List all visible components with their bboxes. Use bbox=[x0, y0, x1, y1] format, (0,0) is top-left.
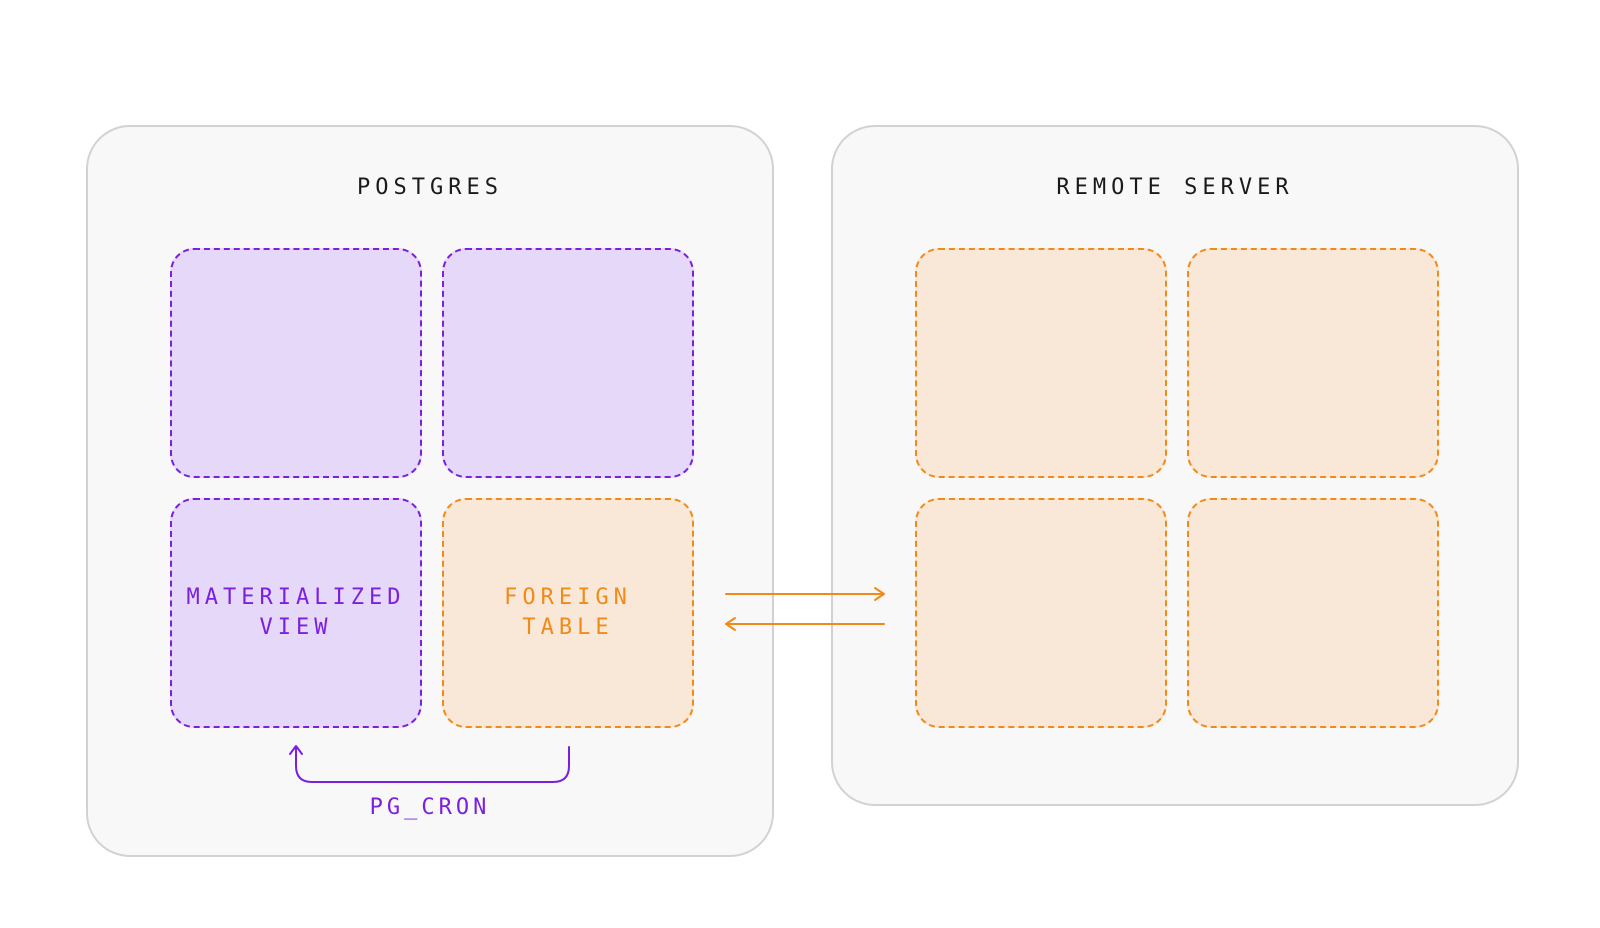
foreign-table-label-line2: TABLE bbox=[522, 615, 614, 640]
postgres-title: POSTGRES bbox=[357, 175, 503, 200]
left-arrow-icon bbox=[725, 617, 885, 631]
pg-cron-label: PG_CRON bbox=[369, 795, 491, 820]
remote-table-top-right bbox=[1187, 248, 1439, 478]
materialized-view-label-line1: MATERIALIZED bbox=[186, 585, 406, 610]
remote-server-title: REMOTE SERVER bbox=[1056, 175, 1294, 200]
foreign-table-label-line1: FOREIGN bbox=[504, 585, 632, 610]
postgres-panel: POSTGRES MATERIALIZED VIEW FOREIGN TABLE… bbox=[86, 125, 774, 857]
remote-table-top-left bbox=[915, 248, 1167, 478]
materialized-view-label: MATERIALIZED VIEW bbox=[187, 583, 406, 643]
foreign-table-box: FOREIGN TABLE bbox=[442, 498, 694, 728]
foreign-table-label: FOREIGN TABLE bbox=[504, 583, 632, 643]
right-arrow-icon bbox=[725, 587, 885, 601]
materialized-view-box: MATERIALIZED VIEW bbox=[170, 498, 422, 728]
remote-table-bottom-left bbox=[915, 498, 1167, 728]
postgres-table-top-left bbox=[170, 248, 422, 478]
remote-table-bottom-right bbox=[1187, 498, 1439, 728]
materialized-view-label-line2: VIEW bbox=[259, 615, 333, 640]
cron-cycle-arrow-icon bbox=[289, 745, 570, 783]
postgres-table-top-right bbox=[442, 248, 694, 478]
remote-server-panel: REMOTE SERVER bbox=[831, 125, 1519, 806]
